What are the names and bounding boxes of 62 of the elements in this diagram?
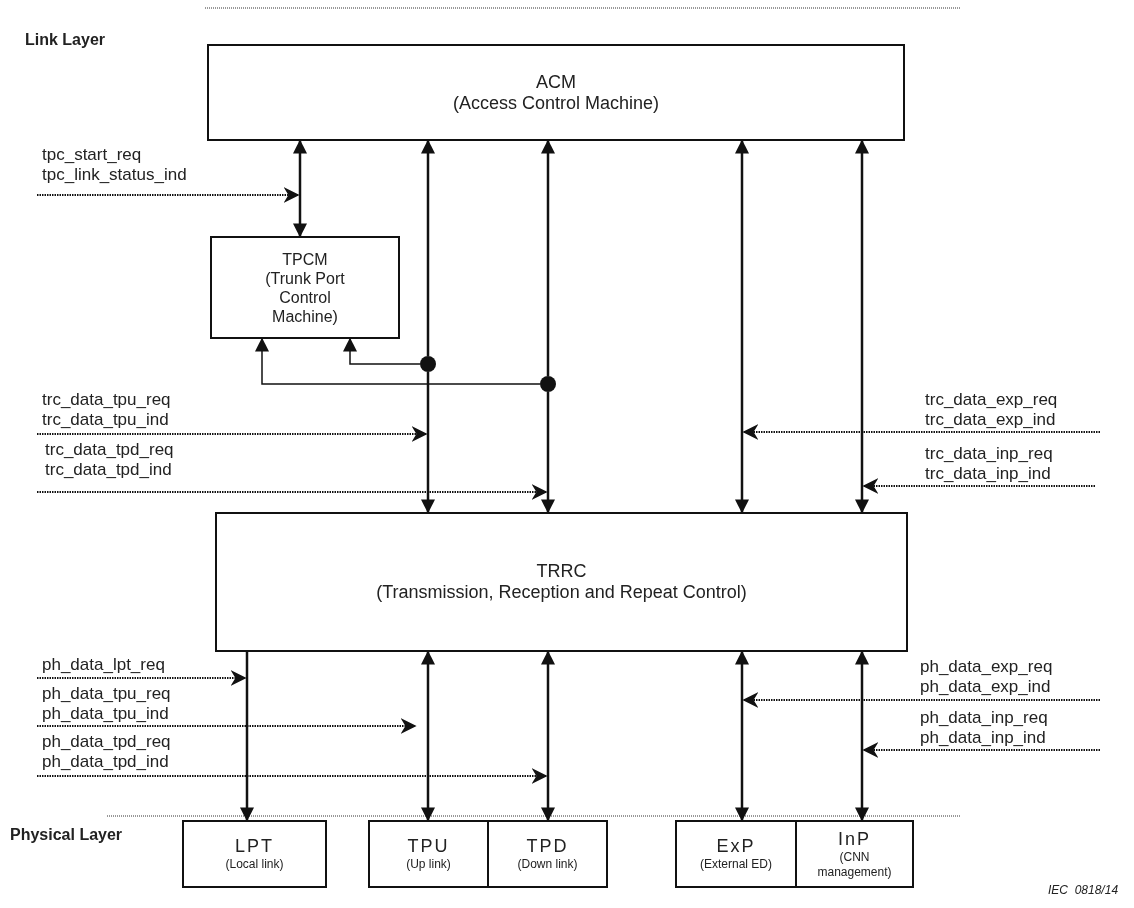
arrow xyxy=(855,139,869,514)
port-description: (CNN management) xyxy=(816,849,893,880)
port-description: (External ED) xyxy=(700,857,772,872)
signal-name: ph_data_tpu_req xyxy=(42,684,171,704)
signal-name: ph_data_exp_ind xyxy=(920,677,1051,697)
block-box xyxy=(182,820,327,888)
signal-name: ph_data_tpu_ind xyxy=(42,704,169,724)
arrow xyxy=(421,650,435,822)
layer-label: Physical Layer xyxy=(10,825,123,845)
layer-label: Link Layer xyxy=(25,30,106,50)
block-box xyxy=(210,236,400,339)
arrow xyxy=(240,652,254,822)
port-name: TPU xyxy=(407,836,450,857)
signal-name: ph_data_inp_ind xyxy=(920,728,1046,748)
block-box xyxy=(795,820,914,888)
signal-name: trc_data_exp_req xyxy=(925,390,1058,410)
port-name: ExP xyxy=(716,836,756,857)
block-box xyxy=(675,820,797,888)
signal-name: trc_data_tpu_req xyxy=(42,390,171,410)
signal-name: tpc_link_status_ind xyxy=(42,165,187,185)
junction-dot xyxy=(420,356,436,372)
arrow xyxy=(541,139,555,376)
arrow xyxy=(293,139,307,238)
junction-dot xyxy=(540,376,556,392)
signal-name: trc_data_inp_req xyxy=(925,444,1053,464)
block-box xyxy=(368,820,489,888)
block-box xyxy=(207,44,905,141)
arrow xyxy=(541,650,555,822)
machine-description: (Trunk Port Control Machine) xyxy=(264,268,346,326)
arrow xyxy=(735,650,749,822)
arrow xyxy=(541,392,555,514)
arrow xyxy=(421,139,435,356)
arrow xyxy=(421,372,435,514)
signal-name: trc_data_tpu_ind xyxy=(42,410,169,430)
port-name: InP xyxy=(838,828,871,850)
signal-name: tpc_start_req xyxy=(42,145,142,165)
block-box xyxy=(487,820,608,888)
figure-id: IEC 0818/14 xyxy=(1048,882,1119,899)
signal-name: ph_data_inp_req xyxy=(920,708,1048,728)
control-name: TRRC xyxy=(536,561,587,582)
port-name: TPD xyxy=(526,836,569,857)
machine-description: (Access Control Machine) xyxy=(452,92,660,114)
signal-name: trc_data_tpd_req xyxy=(45,440,174,460)
signal-name: ph_data_tpd_req xyxy=(42,732,171,752)
signal-name: trc_data_exp_ind xyxy=(925,410,1056,430)
arrow xyxy=(735,139,749,514)
signal-name: trc_data_tpd_ind xyxy=(45,460,172,480)
control-description: (Transmission, Reception and Repeat Control) xyxy=(376,582,747,603)
arrow xyxy=(255,337,541,385)
port-description: (Up link) xyxy=(406,857,451,872)
signal-name: ph_data_lpt_req xyxy=(42,655,165,675)
machine-name: ACM xyxy=(536,71,576,93)
signal-name: ph_data_exp_req xyxy=(920,657,1053,677)
arrow xyxy=(343,337,421,365)
port-name: LPT xyxy=(235,836,274,857)
port-description: (Down link) xyxy=(517,857,578,872)
machine-name: TPCM xyxy=(282,249,328,269)
arrow xyxy=(855,650,869,822)
signal-name: ph_data_tpd_ind xyxy=(42,752,169,772)
port-description: (Local link) xyxy=(225,857,284,872)
signal-name: trc_data_inp_ind xyxy=(925,464,1051,484)
block-box xyxy=(215,512,908,652)
